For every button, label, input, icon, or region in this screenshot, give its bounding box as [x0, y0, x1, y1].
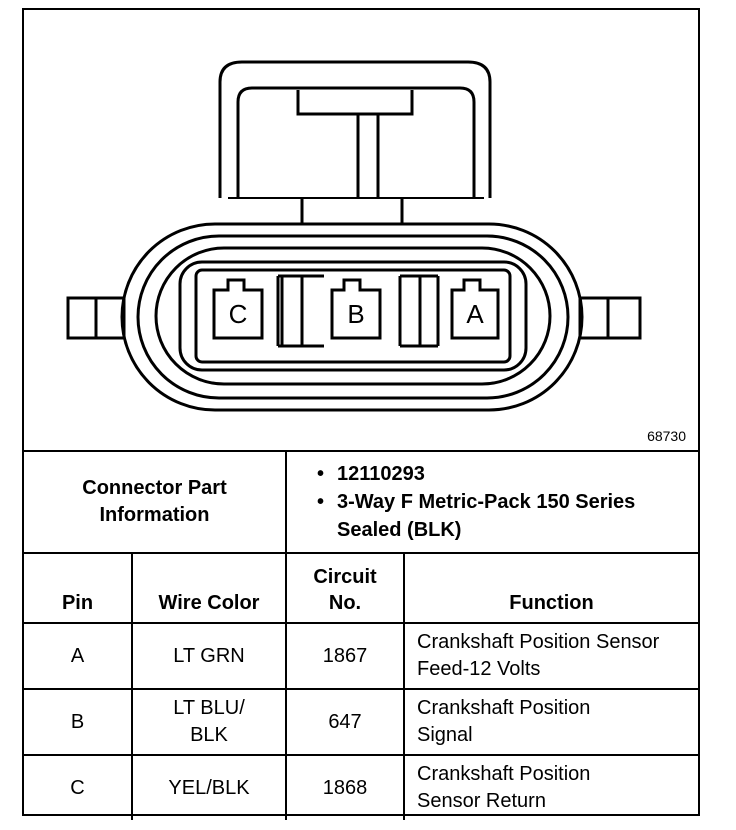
pin-label-a: A [466, 299, 484, 329]
bullet-icon: • [317, 491, 325, 513]
info-label-text: Connector Part Information [82, 477, 227, 526]
connector-figure: C B A 68730 [24, 10, 698, 448]
pin-label-c: C [229, 299, 248, 329]
header-pin: Pin [24, 552, 133, 624]
row-circuit: 1868 [285, 754, 405, 820]
row-function: Crankshaft Position Sensor Feed-12 Volts [403, 622, 698, 690]
info-list: • 12110293 • 3-Way F Metric-Pack 150 Ser… [285, 450, 698, 554]
row-function: Crankshaft Position Signal [403, 688, 698, 756]
info-label: Connector Part Information [24, 450, 287, 554]
connector-type: 3-Way F Metric-Pack 150 Series Sealed (B… [337, 491, 636, 541]
diagram-frame: C B A 68730 Connector Part Information •… [22, 8, 700, 820]
row-function-text: Crankshaft Position Sensor Return [417, 763, 591, 812]
row-pin: C [24, 754, 133, 820]
table-row: A LT GRN 1867 Crankshaft Position Sensor… [24, 622, 698, 690]
row-function: Crankshaft Position Sensor Return [403, 754, 698, 820]
row-pin: B [24, 688, 133, 756]
table-row: B LT BLU/ BLK 647 Crankshaft Position Si… [24, 688, 698, 756]
header-wire-color: Wire Color [131, 552, 287, 624]
info-item: • 3-Way F Metric-Pack 150 Series Sealed … [317, 488, 698, 544]
row-wire-color: YEL/BLK [131, 754, 287, 820]
connector-table: Connector Part Information • 12110293 • … [24, 450, 698, 820]
row-circuit: 647 [285, 688, 405, 756]
pin-cavity-c [212, 278, 264, 340]
info-item: • 12110293 [317, 460, 698, 488]
pin-cavities [212, 278, 500, 340]
connector-drawing: C B A [66, 60, 642, 412]
row-wire-color: LT BLU/ BLK [131, 688, 287, 756]
pin-cavity-b [330, 278, 382, 340]
table-row: C YEL/BLK 1868 Crankshaft Position Senso… [24, 754, 698, 820]
part-number: 12110293 [337, 463, 425, 485]
row-function-text: Crankshaft Position Signal [417, 697, 591, 746]
row-wire-color: LT GRN [131, 622, 287, 690]
pin-cavity-a [450, 278, 500, 340]
row-pin: A [24, 622, 133, 690]
pin-label-b: B [347, 299, 364, 329]
header-function: Function [403, 552, 698, 624]
bullet-icon: • [317, 463, 325, 485]
header-row: Pin Wire Color Circuit No. Function [24, 552, 698, 624]
header-circuit-text: Circuit No. [313, 566, 377, 614]
figure-id: 68730 [647, 428, 686, 444]
info-row: Connector Part Information • 12110293 • … [24, 450, 698, 554]
header-circuit: Circuit No. [285, 552, 405, 624]
row-circuit: 1867 [285, 622, 405, 690]
row-wire-color-text: LT BLU/ BLK [173, 697, 245, 746]
